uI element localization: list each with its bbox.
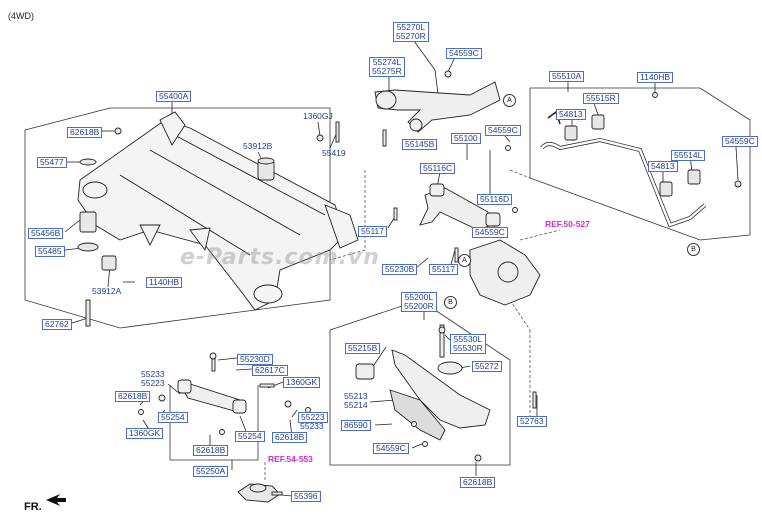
part-label-55116d[interactable]: 55116D [477, 194, 513, 205]
part-label-55116c[interactable]: 55116C [420, 163, 456, 174]
part-label-1140hb[interactable]: 1140HB [146, 277, 183, 288]
part-label-55117[interactable]: 55117 [429, 264, 459, 275]
part-label-54559c[interactable]: 54559C [485, 125, 521, 136]
part-label-55117[interactable]: 55117 [358, 226, 388, 237]
upper-arm-assembly [374, 70, 511, 151]
assist-arm [138, 352, 311, 435]
part-label-55270l-55270r[interactable]: 55270L 55270R [393, 22, 429, 42]
part-label-55419[interactable]: 55419 [322, 148, 346, 158]
part-label-55100[interactable]: 55100 [451, 133, 481, 144]
mount-stopper-shape [77, 242, 99, 252]
part-label-55223[interactable]: 55223 [141, 378, 165, 388]
nut-54559c-d-shape [734, 180, 742, 188]
part-label-55510a[interactable]: 55510A [549, 71, 585, 82]
part-label-55274l-55275r[interactable]: 55274L 55275R [369, 57, 405, 77]
washer-shape [79, 158, 97, 166]
part-label-62618b[interactable]: 62618B [67, 127, 103, 138]
part-label-55400a[interactable]: 55400A [156, 91, 192, 102]
part-label-54559c[interactable]: 54559C [373, 443, 409, 454]
part-label-55456b[interactable]: 55456B [28, 228, 64, 239]
stabilizer-bracket-b [687, 169, 701, 185]
part-number: 55270L [396, 22, 426, 32]
part-label-55215b[interactable]: 55215B [345, 343, 381, 354]
lower-control-arm [355, 324, 537, 462]
part-number: 55200R [404, 301, 434, 311]
part-label-62617c[interactable]: 62617C [252, 365, 288, 376]
callout-b: B [687, 243, 700, 256]
part-label-55214[interactable]: 55214 [344, 400, 368, 410]
part-label-55485[interactable]: 55485 [35, 246, 65, 257]
part-label-1360gk[interactable]: 1360GK [283, 377, 321, 388]
nut-1360gj-shape [316, 134, 324, 142]
part-number: 55530L [453, 334, 483, 344]
nut-shape [114, 127, 122, 135]
part-label-55200l-55200r[interactable]: 55200L 55200R [401, 292, 437, 312]
part-label-55230b[interactable]: 55230B [382, 264, 418, 275]
part-label-1360gj[interactable]: 1360GJ [303, 111, 333, 121]
bolt-55419-shape [335, 121, 340, 143]
part-label-54559c[interactable]: 54559C [722, 136, 758, 147]
part-label-55145b[interactable]: 55145B [402, 139, 438, 150]
front-arrow [46, 494, 66, 506]
part-label-55250a[interactable]: 55250A [193, 466, 229, 477]
stabilizer-bushing-a [564, 125, 578, 141]
part-number: 55274L [372, 57, 402, 67]
part-number: 55270R [396, 31, 426, 41]
bottom-mount [237, 483, 283, 503]
part-label-55223[interactable]: 55223 [298, 412, 328, 423]
part-label-1140hb[interactable]: 1140HB [637, 72, 674, 83]
bolt-1140hb-shape [652, 92, 658, 98]
part-label-55530l-55530r[interactable]: 55530L 55530R [450, 334, 486, 354]
part-label-1360gk[interactable]: 1360GK [126, 428, 164, 439]
part-label-55515r[interactable]: 55515R [583, 93, 619, 104]
subframe-group-outline [24, 107, 331, 329]
bolt-shape [85, 299, 91, 327]
part-label-55272[interactable]: 55272 [472, 361, 502, 372]
callout-a: A [503, 94, 516, 107]
rear-crossmember [77, 111, 359, 311]
upper-bushing-top [257, 157, 275, 165]
part-label-54813[interactable]: 54813 [648, 161, 678, 172]
part-label-62618b[interactable]: 62618B [115, 391, 151, 402]
part-label-53912b[interactable]: 53912B [243, 141, 273, 151]
callout-a: A [458, 254, 471, 267]
part-label-55514l[interactable]: 55514L [671, 150, 706, 161]
rear-knuckle [454, 239, 541, 306]
stabilizer-bracket-a [591, 114, 605, 130]
mount-bushing-shape [79, 211, 97, 233]
part-label-55254[interactable]: 55254 [235, 431, 265, 442]
part-label-62762[interactable]: 62762 [42, 319, 72, 330]
part-label-54813[interactable]: 54813 [556, 109, 586, 120]
part-label-62618b[interactable]: 62618B [272, 432, 308, 443]
part-label-55477[interactable]: 55477 [37, 157, 67, 168]
part-label-54559c[interactable]: 54559C [446, 48, 482, 59]
part-label-54559c[interactable]: 54559C [472, 227, 508, 238]
part-label-55233[interactable]: 55233 [300, 421, 324, 431]
variant-label: (4WD) [8, 11, 34, 21]
front-direction-label: FR. [24, 501, 42, 513]
lower-bushing-shape [101, 255, 117, 271]
part-label-53912a[interactable]: 53912A [92, 286, 122, 296]
upper-control-arm [393, 183, 518, 231]
part-label-62618b[interactable]: 62618B [193, 445, 229, 456]
part-number: 55275R [372, 66, 402, 76]
callout-b: B [444, 296, 457, 309]
ref-link-50-527[interactable]: REF.50-527 [545, 219, 590, 229]
part-label-55230d[interactable]: 55230D [237, 354, 273, 365]
ref-link-54-553[interactable]: REF.54-553 [268, 454, 313, 464]
part-number: 55530R [453, 343, 483, 353]
stabilizer-bushing-b [659, 181, 673, 197]
part-label-55213[interactable]: 55213 [344, 391, 368, 401]
part-label-62618b[interactable]: 62618B [460, 477, 496, 488]
watermark: e-Parts.com.vn [180, 245, 380, 270]
part-label-55254[interactable]: 55254 [158, 412, 188, 423]
part-label-86590[interactable]: 86590 [341, 420, 371, 431]
part-label-55396[interactable]: 55396 [291, 491, 321, 502]
part-number: 55200L [404, 292, 434, 302]
part-label-52763[interactable]: 52763 [517, 416, 547, 427]
part-label-55233[interactable]: 55233 [141, 369, 165, 379]
